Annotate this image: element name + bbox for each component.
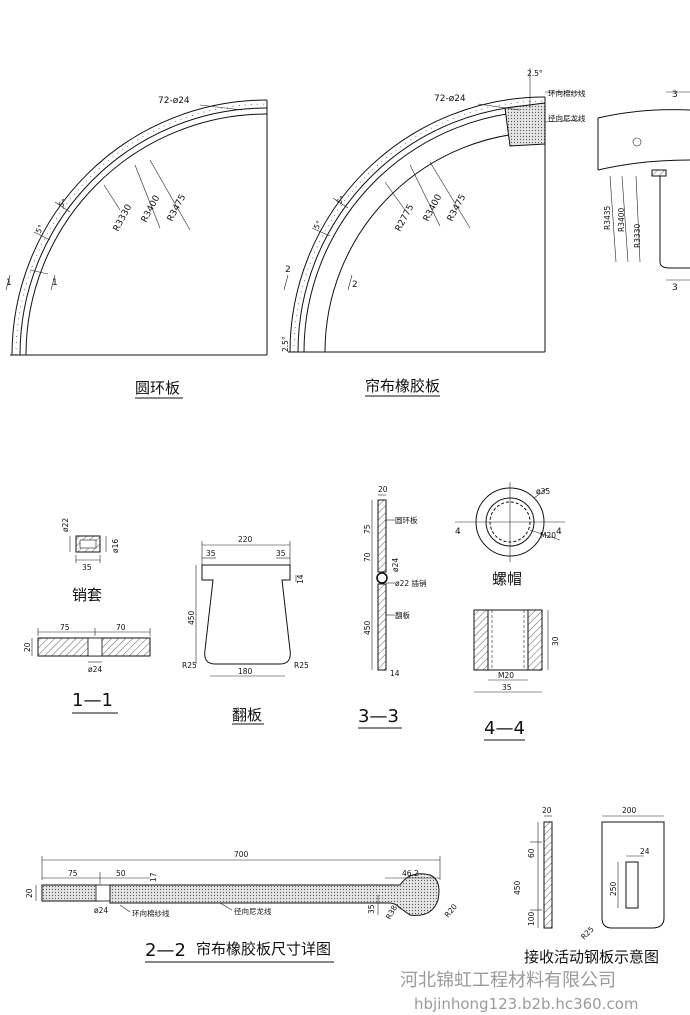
steel-dim-r25: R25	[579, 924, 596, 941]
steel-dim-60: 60	[527, 848, 536, 858]
ring-bolt-spec: 72-ø24	[158, 96, 190, 106]
s22-dim-50: 50	[116, 869, 126, 878]
partial-section-mark-1: 3	[672, 90, 678, 100]
s44-dim-m20: M20	[498, 671, 514, 680]
s22-dim-r38: R38	[384, 904, 399, 921]
curtain-note-nylon: 径向尼龙线	[548, 113, 586, 123]
steel-dim-250: 250	[609, 881, 618, 896]
nut-section-mark-1: 4	[455, 527, 461, 537]
ring-radius-1: R3475	[166, 193, 189, 223]
s22-note-nylon: 径向尼龙线	[234, 906, 272, 916]
s11-dim-75: 75	[60, 623, 70, 632]
nut-view	[455, 482, 565, 562]
curtain-section-mark-2: 2	[352, 280, 358, 290]
s22-dim-35: 35	[367, 904, 376, 914]
curtain-note-cotton: 环向棉纱线	[548, 88, 586, 98]
section-2-2-title: 2—2	[145, 940, 186, 961]
flap-dim-r25-right: R25	[294, 661, 309, 670]
pin-sleeve-view	[69, 535, 107, 563]
s44-dim-35: 35	[502, 683, 512, 692]
s33-note-ring: 圆环板	[395, 515, 418, 525]
nut-dim-m20: M20	[540, 531, 556, 540]
ring-angle-1: 5°	[34, 223, 46, 235]
nut-title: 螺帽	[492, 570, 522, 588]
ring-radius-3: R3330	[112, 203, 135, 234]
partial-section-mark-2: 3	[672, 283, 678, 293]
section-1-1-title: 1—1	[72, 690, 113, 711]
steel-dim-450: 450	[513, 880, 522, 895]
pin-sleeve-dim-od: ø22	[61, 518, 70, 532]
nut-section-mark-2: 4	[556, 527, 562, 537]
steel-plate-view	[530, 815, 665, 929]
steel-dim-20: 20	[542, 806, 552, 815]
s33-note-pin: ø22 插销	[395, 578, 427, 588]
watermark-company: 河北锦虹工程材料有限公司	[400, 970, 616, 991]
s33-dim-75: 75	[363, 524, 372, 534]
s33-note-flap: 翻板	[395, 610, 410, 620]
s22-dim-46: 46.2	[402, 869, 419, 878]
s44-dim-30: 30	[551, 636, 560, 646]
curtain-angle-1: 5°	[312, 219, 324, 231]
flap-dim-35-right: 35	[276, 549, 286, 558]
nut-dim-35: ø35	[536, 487, 550, 496]
s11-dim-20: 20	[23, 642, 32, 652]
section-2-2-subtitle: 帘布橡胶板尺寸详图	[196, 940, 331, 958]
flap-dim-220: 220	[238, 535, 253, 544]
s22-dim-17: 17	[149, 872, 158, 882]
curtain-radius-1: R3475	[446, 193, 469, 223]
curtain-plate-title: 帘布橡胶板	[365, 377, 440, 395]
s22-dim-75: 75	[68, 869, 78, 878]
s33-dim-70: 70	[363, 552, 372, 562]
curtain-bolt-spec: 72-ø24	[434, 94, 466, 104]
flap-plate-title: 翻板	[232, 706, 262, 724]
s11-dim-24: ø24	[88, 665, 102, 674]
steel-plate-title: 接收活动钢板示意图	[524, 948, 659, 966]
s33-dim-24: ø24	[391, 558, 400, 572]
curtain-angle-bottom: 2.5°	[281, 336, 290, 352]
pin-sleeve-dim-len: 35	[82, 563, 92, 572]
s33-dim-14: 14	[390, 669, 400, 678]
curtain-angle-top: 2.5°	[527, 69, 543, 78]
partial-radius-2: R3400	[617, 207, 626, 232]
partial-radius-3: R3330	[633, 223, 642, 248]
s33-dim-20: 20	[378, 485, 388, 494]
partial-radius-1: R3435	[603, 205, 612, 230]
flap-plate-view	[195, 541, 297, 677]
s22-dim-24: ø24	[94, 906, 108, 915]
watermark-url: hbjinhong123.b2b.hc360.com	[414, 995, 639, 1013]
curtain-plate-view	[283, 68, 581, 353]
pin-sleeve-dim-id: ø16	[111, 539, 120, 553]
section-3-3-title: 3—3	[358, 706, 399, 727]
section-1-1-view	[31, 628, 151, 663]
s22-dim-r20: R20	[443, 902, 460, 919]
s33-dim-450: 450	[363, 620, 372, 635]
flap-dim-450: 450	[187, 610, 196, 625]
steel-dim-24: 24	[640, 847, 650, 856]
s22-dim-20: 20	[25, 888, 34, 898]
s11-dim-70: 70	[116, 623, 126, 632]
curtain-section-mark-1: 2	[285, 265, 291, 275]
curtain-radius-3: R2775	[394, 203, 417, 233]
section-4-4-view	[473, 609, 549, 693]
ring-section-mark-2: 1	[52, 278, 58, 288]
flap-dim-14: 14	[296, 574, 305, 584]
s22-dim-700: 700	[234, 850, 249, 859]
flap-dim-35-left: 35	[206, 549, 216, 558]
steel-dim-200: 200	[622, 806, 637, 815]
pin-sleeve-title: 销套	[72, 586, 102, 604]
ring-radius-2: R3400	[140, 194, 163, 225]
curtain-radius-2: R3400	[422, 193, 445, 224]
ring-plate-view	[5, 99, 268, 356]
section-4-4-title: 4—4	[484, 718, 525, 739]
steel-dim-100: 100	[527, 911, 536, 926]
partial-edge-view	[597, 91, 690, 281]
section-2-2-view	[35, 856, 441, 916]
ring-plate-title: 圆环板	[135, 379, 180, 397]
flap-dim-r25-left: R25	[182, 661, 197, 670]
section-3-3-view	[371, 494, 395, 671]
s22-note-cotton: 环向棉纱线	[132, 908, 170, 918]
ring-section-mark-1: 1	[6, 278, 12, 288]
flap-dim-180: 180	[238, 667, 253, 676]
